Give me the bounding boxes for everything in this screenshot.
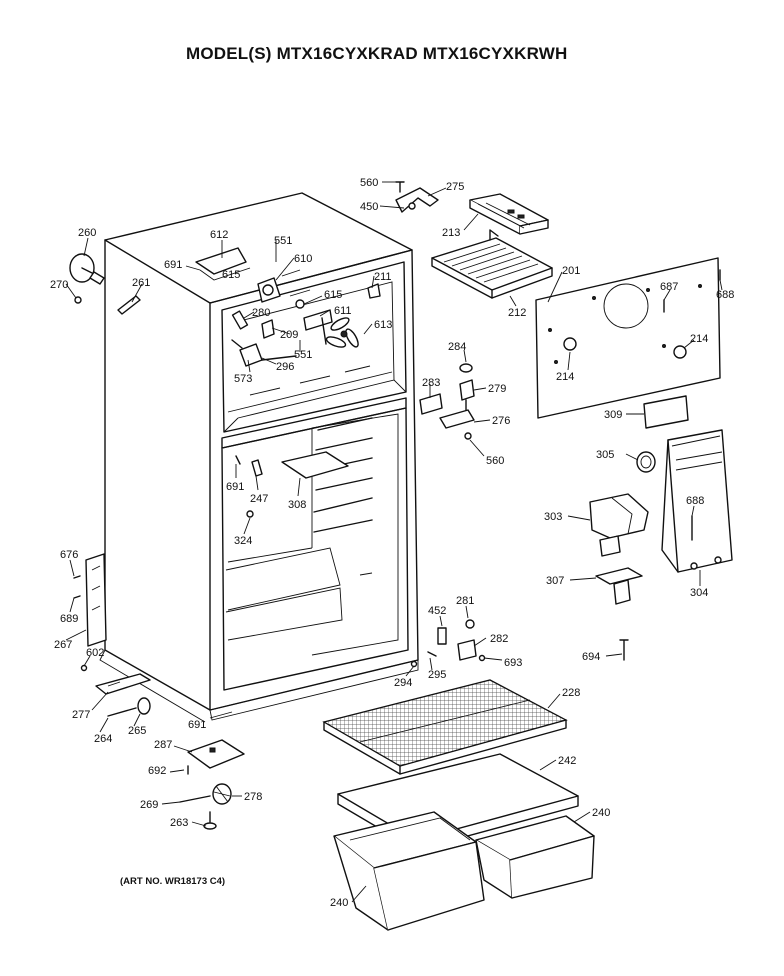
part-label: 214	[556, 371, 574, 383]
part-label: 265	[128, 725, 146, 737]
part-label: 242	[558, 755, 576, 767]
part-label: 211	[374, 271, 392, 283]
part-label: 688	[716, 289, 734, 301]
part-label: 278	[244, 791, 262, 803]
crisper-drawer-left	[333, 811, 485, 931]
part-label: 279	[488, 383, 506, 395]
evaporator-cover	[431, 229, 553, 299]
damper-bracket	[595, 567, 643, 605]
part-label: 275	[446, 181, 464, 193]
part-label: 692	[148, 765, 166, 777]
part-label: 269	[140, 799, 158, 811]
part-label: 691	[188, 719, 206, 731]
top-bracket	[395, 181, 439, 213]
part-label: 450	[360, 201, 378, 213]
part-label: 284	[448, 341, 466, 353]
part-label: 280	[252, 307, 270, 319]
screw-694	[619, 639, 629, 661]
part-label: 613	[374, 319, 392, 331]
evaporator-panel	[535, 257, 721, 419]
part-label: 260	[78, 227, 96, 239]
part-label: 560	[360, 177, 378, 189]
part-label: 611	[334, 305, 352, 317]
part-label: 612	[210, 229, 228, 241]
part-label: 691	[226, 481, 244, 493]
leader-lines	[65, 181, 723, 903]
roller-assembly	[107, 697, 151, 717]
part-label: 305	[596, 449, 614, 461]
control-console	[661, 429, 733, 573]
hinge-left	[73, 553, 107, 647]
part-label: 276	[492, 415, 510, 427]
part-labels: 560 275 450 213 260 612 551 691 610 615 …	[50, 177, 734, 909]
part-label: 308	[288, 499, 306, 511]
part-label: 270	[50, 279, 68, 291]
fresh-food-controls	[235, 451, 349, 518]
part-label: 573	[234, 373, 252, 385]
lower-small-parts	[410, 619, 486, 668]
part-label: 228	[562, 687, 580, 699]
part-label: 551	[274, 235, 292, 247]
part-label: 287	[154, 739, 172, 751]
part-label: 282	[490, 633, 508, 645]
part-label: 261	[132, 277, 150, 289]
leveling-bracket	[187, 739, 245, 775]
part-label: 687	[660, 281, 678, 293]
damper-knob	[636, 451, 656, 473]
front-roller	[179, 783, 232, 830]
part-label: 213	[442, 227, 460, 239]
part-label: 277	[72, 709, 90, 721]
damper-housing	[589, 493, 649, 557]
fan-blade	[325, 317, 359, 348]
control-knob	[69, 253, 105, 304]
part-label: 689	[60, 613, 78, 625]
part-label: 551	[294, 349, 312, 361]
part-label: 602	[86, 647, 104, 659]
part-label: 209	[280, 329, 298, 341]
crisper-drawer-right	[475, 815, 595, 899]
glass-shelf	[322, 679, 568, 775]
part-label: 295	[428, 669, 446, 681]
bottom-hinge	[80, 664, 151, 695]
art-number: (ART NO. WR18173 C4)	[120, 876, 226, 887]
part-label: 240	[330, 897, 348, 909]
cabinet	[99, 192, 419, 723]
part-label: 615	[324, 289, 342, 301]
light-switch	[117, 295, 141, 315]
part-label: 309	[604, 409, 622, 421]
freezer-controls	[195, 247, 381, 367]
part-label: 296	[276, 361, 294, 373]
control-housing	[469, 193, 549, 235]
part-label: 247	[250, 493, 268, 505]
part-label: 212	[508, 307, 526, 319]
part-label: 201	[562, 265, 580, 277]
part-label: 610	[294, 253, 312, 265]
part-label: 688	[686, 495, 704, 507]
part-label: 307	[546, 575, 564, 587]
part-label: 560	[486, 455, 504, 467]
part-label: 263	[170, 817, 188, 829]
part-label: 694	[582, 651, 600, 663]
part-label: 303	[544, 511, 562, 523]
part-label: 324	[234, 535, 252, 547]
part-label: 281	[456, 595, 474, 607]
part-label: 283	[422, 377, 440, 389]
part-label: 267	[54, 639, 72, 651]
rating-plate	[643, 395, 689, 429]
part-label: 294	[394, 677, 412, 689]
part-label: 615	[222, 269, 240, 281]
part-label: 693	[504, 657, 522, 669]
part-label: 676	[60, 549, 78, 561]
part-label: 304	[690, 587, 708, 599]
part-label: 264	[94, 733, 112, 745]
part-label: 240	[592, 807, 610, 819]
part-label: 452	[428, 605, 446, 617]
part-label: 214	[690, 333, 708, 345]
page-title: MODEL(S) MTX16CYXKRAD MTX16CYXKRWH	[186, 44, 568, 63]
center-parts	[419, 363, 475, 440]
part-label: 691	[164, 259, 182, 271]
